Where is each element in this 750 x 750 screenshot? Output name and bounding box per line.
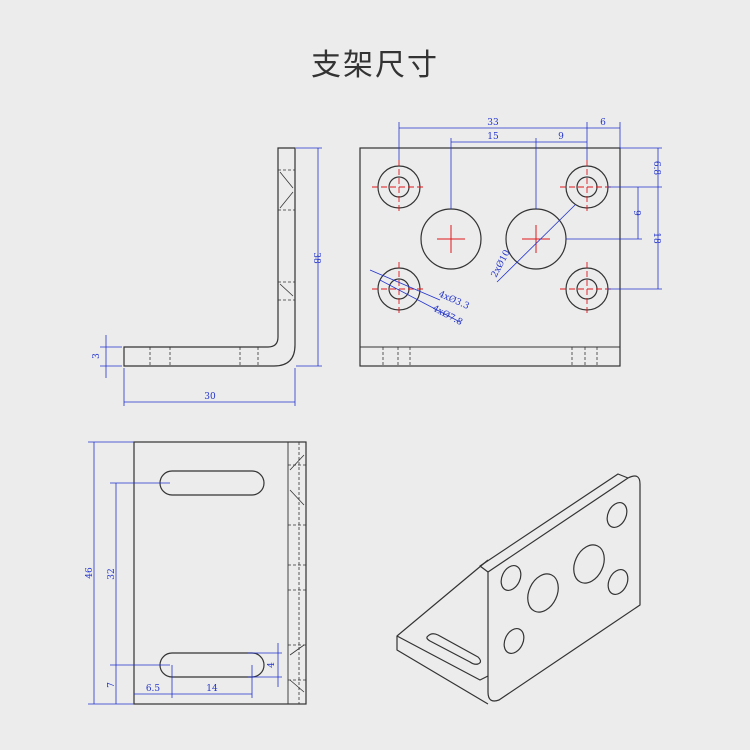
dim-slot-length: 14 xyxy=(206,684,218,694)
front-hidden-lines xyxy=(382,347,598,366)
dim-side-thickness: 3 xyxy=(92,353,102,359)
side-view xyxy=(123,147,296,367)
isometric-view xyxy=(396,473,641,705)
iso-hole-bottom-right xyxy=(607,569,629,595)
bottom-view xyxy=(133,441,307,705)
dim-front-overall: 33 xyxy=(487,118,499,128)
front-center-crosses xyxy=(437,225,550,253)
side-dimensions xyxy=(100,147,322,406)
dim-front-vertical-18: 18 xyxy=(651,232,661,244)
iso-slot xyxy=(426,633,482,665)
iso-big-hole-left xyxy=(527,573,559,613)
side-view-outline xyxy=(123,147,296,367)
slot-top xyxy=(159,470,265,496)
dim-front-vertical-9: 9 xyxy=(631,210,641,216)
dim-side-height: 38 xyxy=(311,252,321,264)
front-centerlines xyxy=(372,160,614,316)
slot-bottom xyxy=(159,652,265,678)
bottom-hidden-lines xyxy=(288,442,306,704)
front-dimensions xyxy=(369,122,662,323)
iso-vertical-plate xyxy=(487,475,641,702)
dim-bottom-slot-spacing: 32 xyxy=(107,568,117,579)
iso-hole-bottom-left xyxy=(503,628,525,654)
dim-bottom-edge: 7 xyxy=(107,682,117,688)
front-view-outline xyxy=(359,147,621,367)
dim-bottom-overall: 46 xyxy=(85,567,95,579)
bottom-dimensions xyxy=(88,441,282,705)
iso-plate-edge xyxy=(479,473,629,573)
bottom-view-outline xyxy=(133,441,307,705)
callout-big-hole: 2xØ10 xyxy=(489,248,513,280)
iso-hole-top-left xyxy=(500,565,522,591)
bottom-chamfer-lines xyxy=(289,454,305,693)
side-hidden-lines xyxy=(149,169,295,366)
dim-front-holes-spacing: 15 xyxy=(487,132,499,142)
dim-front-edge: 6 xyxy=(600,118,606,128)
dim-front-offset: 9 xyxy=(558,132,564,142)
side-chamfer-lines xyxy=(279,171,294,297)
page-title: 支架尺寸 xyxy=(311,48,439,83)
iso-base-top xyxy=(396,635,489,681)
dim-front-top: 6.8 xyxy=(651,161,661,176)
iso-base-plate xyxy=(396,559,489,705)
iso-hole-top-right xyxy=(606,502,628,528)
dim-side-width: 30 xyxy=(204,392,216,402)
dim-slot-offset: 6.5 xyxy=(146,684,161,694)
dim-slot-width: 4 xyxy=(267,662,277,668)
iso-big-hole-right xyxy=(573,544,605,584)
